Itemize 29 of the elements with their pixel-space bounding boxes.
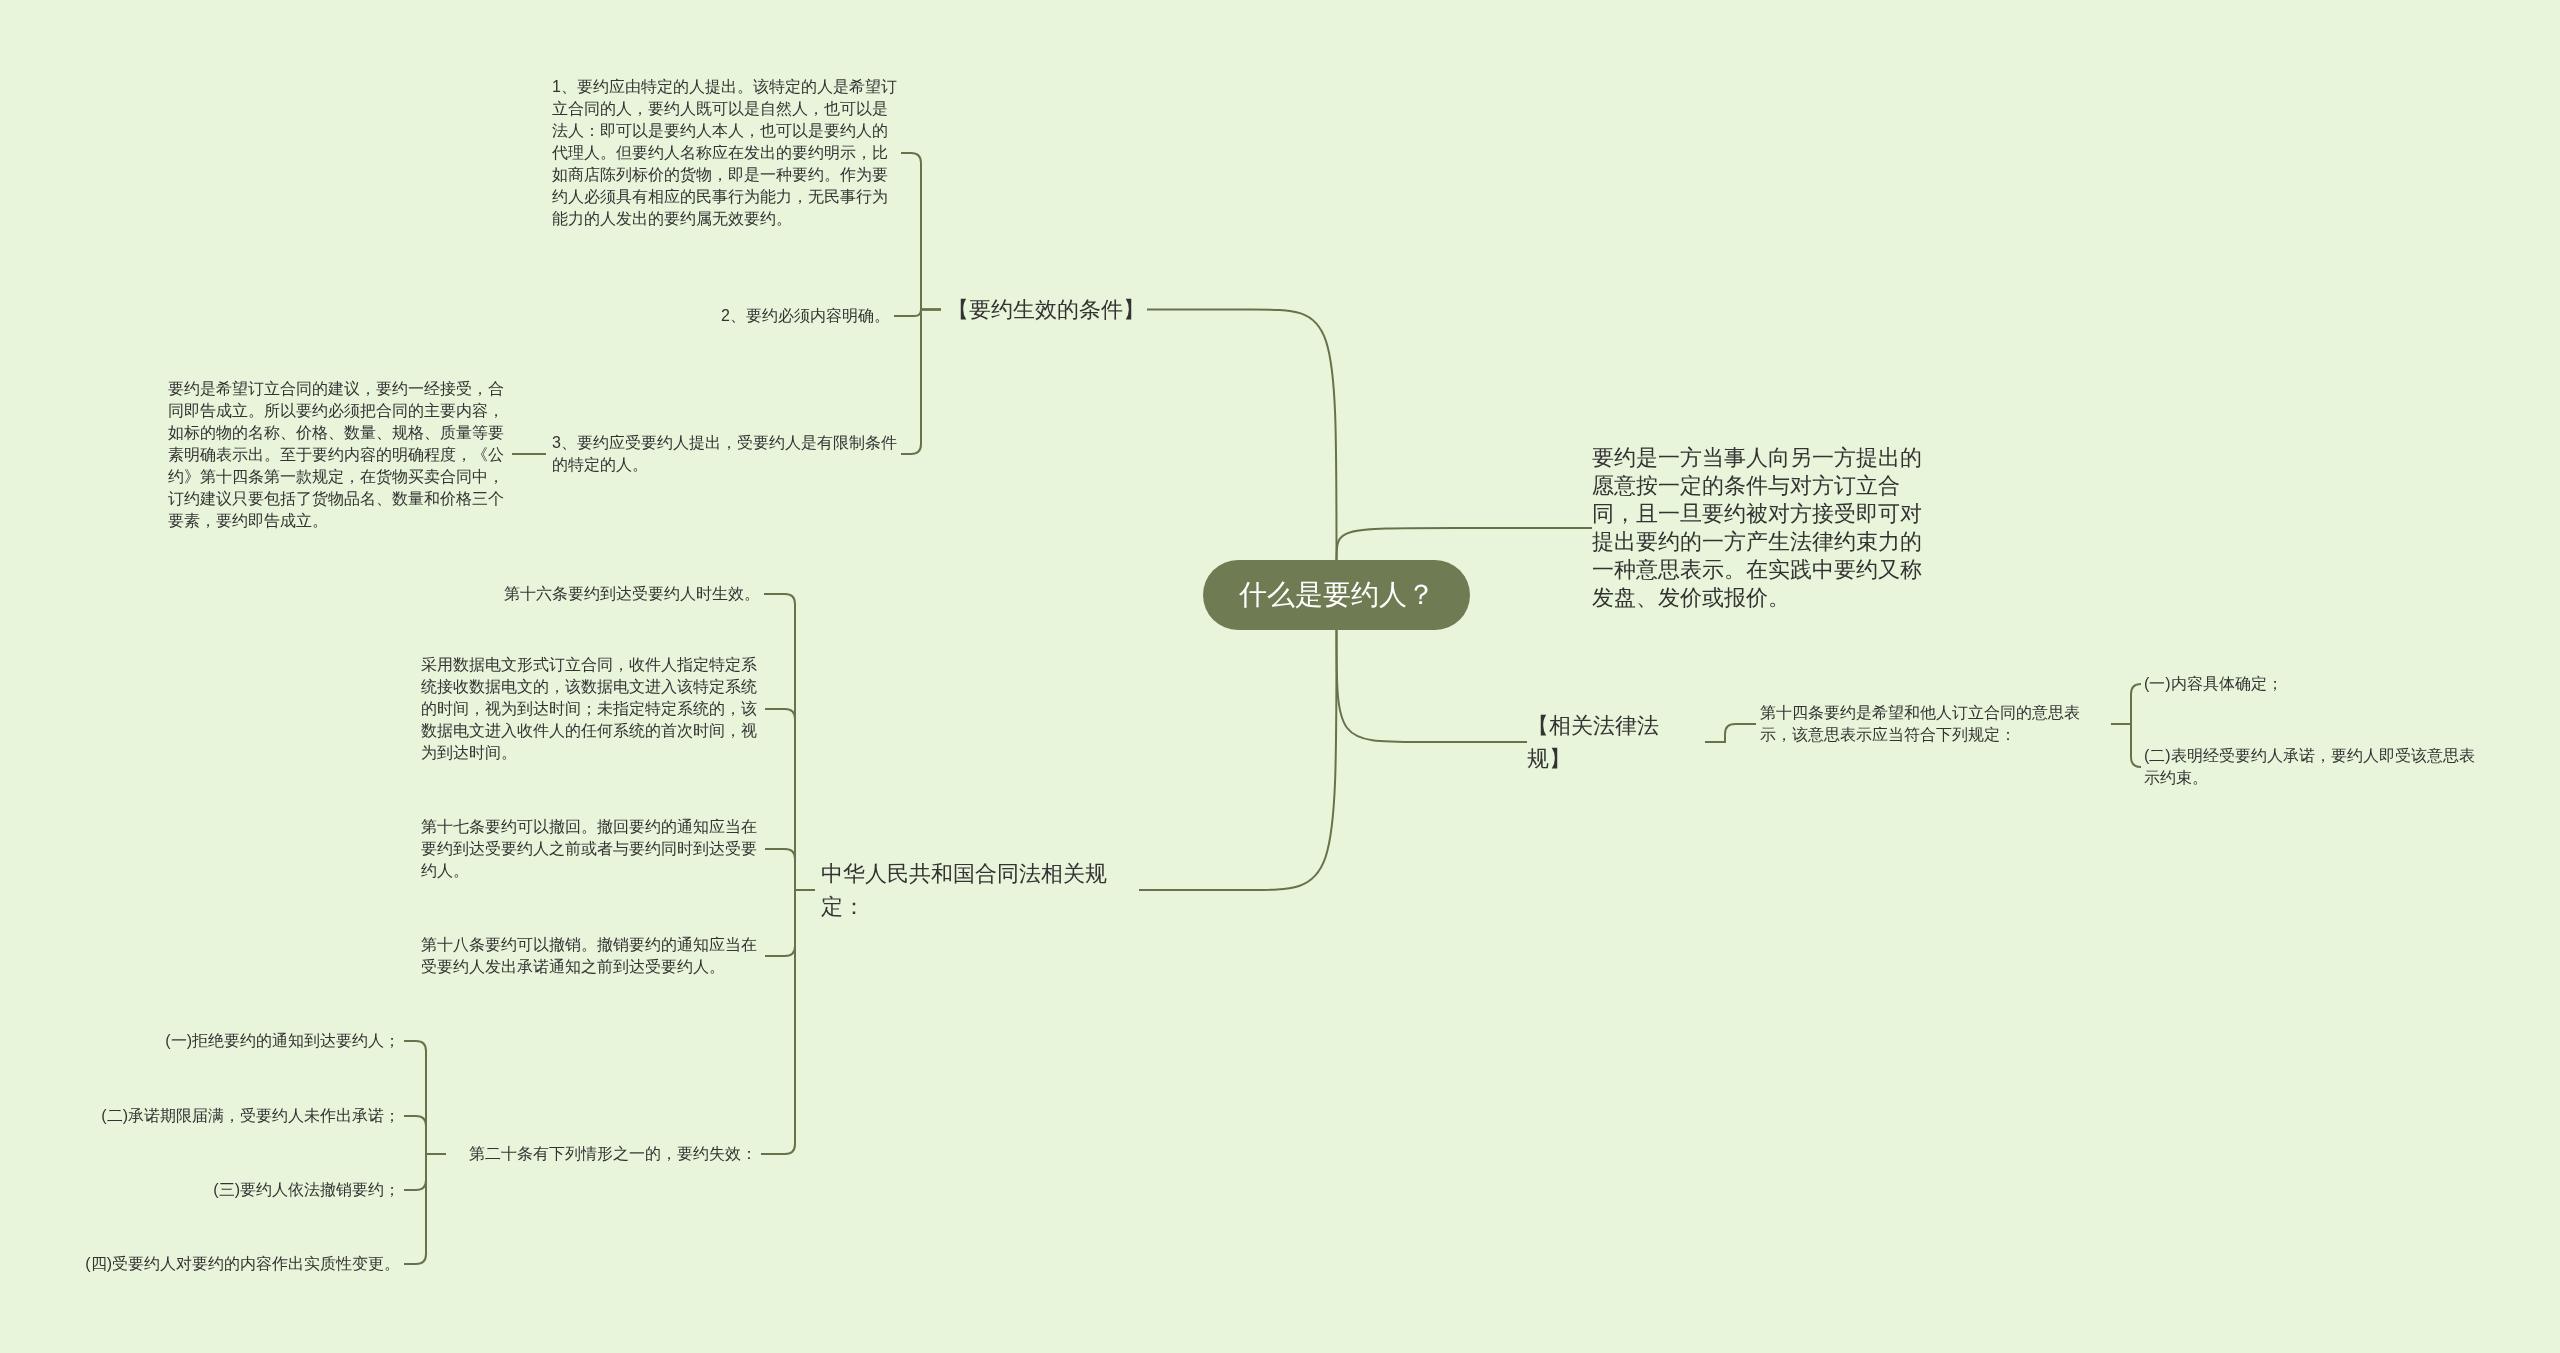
note-text: (二)表明经受要约人承诺，要约人即受该意思表示约束。 bbox=[2144, 745, 2484, 789]
connector-line bbox=[511, 453, 547, 455]
note-text: 采用数据电文形式订立合同，收件人指定特定系统接收数据电文的，该数据电文进入该特定系统的时间，视为到达时间；未指定特定系统的，该数据电文进入收件人的任何系统的首次时间，视为到达时间。 bbox=[421, 654, 761, 764]
note-text: (二)承诺期限届满，受要约人未作出承诺； bbox=[40, 1104, 400, 1128]
connector-line bbox=[1335, 629, 1528, 743]
note-text: (一)拒绝要约的通知到达要约人； bbox=[40, 1029, 400, 1053]
note-text: 第十四条要约是希望和他人订立合同的意思表示，该意思表示应当符合下列规定： bbox=[1760, 702, 2105, 746]
note-text: 要约是希望订立合同的建议，要约一经接受，合同即告成立。所以要约必须把合同的主要内容，如标的物的名称、价格、数量、规格、质量等要素明确表示出。至于要约内容的明确程度，《公约》第十四条第一款规定，在货物买卖合同中，订约建议只要包括了货物品名、数量和价格三个要素，要约即告成立。 bbox=[168, 378, 508, 532]
note-text: 第二十条有下列情形之一的，要约失效： bbox=[452, 1142, 757, 1166]
note-text: (一)内容具体确定； bbox=[2144, 672, 2484, 696]
note-text: 2、要约必须内容明确。 bbox=[640, 304, 890, 328]
note-text: 第十六条要约到达受要约人时生效。 bbox=[420, 582, 760, 606]
note-text: 第十八条要约可以撤销。撤销要约的通知应当在受要约人发出承诺通知之前到达受要约人。 bbox=[421, 934, 761, 978]
branch-topic: 【相关法律法规】 bbox=[1527, 709, 1699, 775]
note-text: 3、要约应受要约人提出，受要约人是有限制条件的特定的人。 bbox=[552, 432, 897, 476]
branch-topic: 中华人民共和国合同法相关规定： bbox=[821, 857, 1139, 923]
branch-topic: 【要约生效的条件】 bbox=[947, 293, 1147, 326]
root-topic: 什么是要约人？ bbox=[1203, 560, 1470, 630]
connector-line bbox=[1335, 527, 1593, 561]
definition-text: 要约是一方当事人向另一方提出的愿意按一定的条件与对方订立合同，且一旦要约被对方接受即可对提出要约的一方产生法律约束力的一种意思表示。在实践中要约又称发盘、发价或报价。 bbox=[1592, 444, 1932, 612]
connector-line bbox=[1146, 308, 1338, 561]
note-text: (四)受要约人对要约的内容作出实质性变更。 bbox=[40, 1252, 400, 1276]
connector-line bbox=[2110, 723, 2142, 768]
connector-line bbox=[760, 889, 816, 1155]
connector-line bbox=[1138, 629, 1338, 891]
note-text: 第十七条要约可以撤回。撤回要约的通知应当在要约到达受要约人之前或者与要约同时到达受要约人。 bbox=[421, 816, 761, 882]
note-text: (三)要约人依法撤销要约； bbox=[40, 1178, 400, 1202]
connector-line bbox=[1704, 723, 1757, 743]
note-text: 1、要约应由特定的人提出。该特定的人是希望订立合同的人，要约人既可以是自然人，也可以是法人：即可以是要约人本人，也可以是要约人的代理人。但要约人名称应在发出的要约明示，比如商店陈列标价的货物，即是一种要约。作为要约人必须具有相应的民事行为能力，无民事行为能力的人发出的要约属无效要约。 bbox=[552, 76, 897, 230]
